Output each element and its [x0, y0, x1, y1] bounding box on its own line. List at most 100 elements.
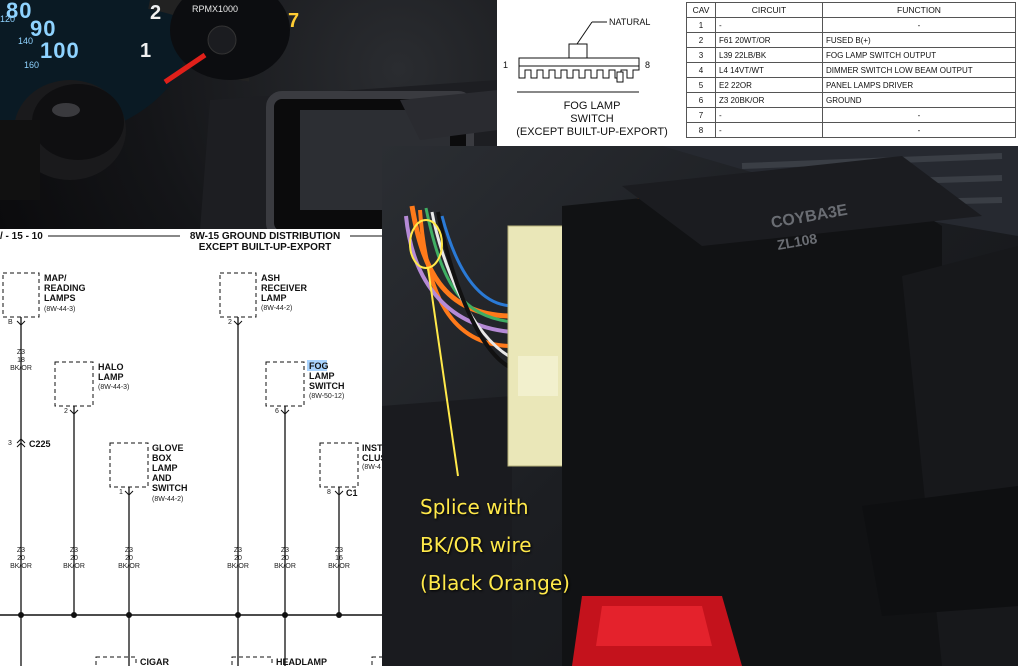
- speedo-small-140: 140: [18, 36, 34, 46]
- wire-code-4-b: 20: [234, 555, 242, 562]
- speedo-label-100: 100: [40, 38, 80, 63]
- cell-circuit: L39 22LB/BK: [715, 47, 823, 63]
- box-halo-lamp: [54, 361, 94, 407]
- speedo-small-120: 120: [0, 14, 16, 24]
- callout-line-2: BK/OR wire: [420, 533, 532, 557]
- wire-code-1: Z3 20 BK/OR: [10, 547, 32, 571]
- inst-line-2: CLUS: [362, 453, 382, 463]
- tach-label-2: 2: [150, 2, 163, 24]
- switch-connector-drawing: [517, 21, 640, 93]
- ref-inst-cluster: (8W-4: [362, 464, 381, 471]
- orange-wire-1: [409, 205, 513, 319]
- connector-top: [518, 57, 640, 67]
- box-ash-receiver-lamp: [219, 272, 257, 318]
- label-map-reading-lamps: MAP/ READING LAMPS: [44, 273, 86, 303]
- ref-glove-box-lamp: (8W-44-2): [152, 496, 184, 503]
- wire-code-5-a: Z3: [280, 547, 290, 554]
- page-ref: / - 15 - 10: [0, 231, 43, 242]
- wire-code-1-a: Z3: [16, 547, 26, 554]
- pinout-header-row: CAV CIRCUIT FUNCTION: [686, 2, 1016, 18]
- c225-pin: 3: [8, 440, 12, 447]
- cell-function: -: [822, 107, 1016, 123]
- map-line-1: MAP/: [44, 273, 67, 283]
- dash-trim: [400, 90, 498, 140]
- switch-title-line-2: SWITCH: [570, 113, 614, 125]
- wire-code-6-b: 16: [335, 555, 343, 562]
- box-cigar: [95, 656, 137, 666]
- dashboard-photo: 80 90 100 120 140 160 2 1 RPMX1000 7: [0, 0, 498, 230]
- pin-chevron-fog: [280, 409, 290, 415]
- pinout-row: 7--: [686, 107, 1016, 123]
- ref-fog-lamp-switch: (8W-50-12): [309, 393, 345, 400]
- speedo-label-90: 90: [30, 16, 57, 41]
- wire-code-map-3: BK/OR: [10, 365, 32, 372]
- pin-glove-box-lamp: 1: [119, 489, 123, 496]
- cell-function: GROUND: [822, 92, 1016, 108]
- connector-photo: COYBA3E ZL108: [382, 146, 1018, 666]
- cell-function: PANEL LAMPS DRIVER: [822, 77, 1016, 93]
- switch-title: FOG LAMP SWITCH (EXCEPT BUILT-UP-EXPORT): [497, 100, 687, 139]
- wire-code-2-a: Z3: [69, 547, 79, 554]
- switch-top-face: [622, 156, 982, 246]
- cell-cav: 5: [686, 77, 716, 93]
- label-headlamp: HEADLAMP: [276, 657, 327, 666]
- pin-8-label: 8: [645, 60, 651, 70]
- wire-code-3-b: 20: [125, 555, 133, 562]
- cell-circuit: E2 22OR: [715, 77, 823, 93]
- wire-code-6: Z3 16 BK/OR: [328, 547, 350, 571]
- pin-inst-cluster: 8: [327, 489, 331, 496]
- box-map-reading-lamps: [2, 272, 40, 318]
- map-line-2: READING: [44, 283, 86, 293]
- pin-map-reading-lamps: B: [8, 319, 13, 326]
- cell-function: FOG LAMP SWITCH OUTPUT: [822, 47, 1016, 63]
- wire-code-1-c: BK/OR: [10, 563, 32, 570]
- switch-tab: [862, 486, 1018, 616]
- c225-label: C225: [29, 439, 51, 449]
- cell-cav: 3: [686, 47, 716, 63]
- connector-latch: [568, 43, 588, 59]
- cell-circuit: L4 14VT/WT: [715, 62, 823, 78]
- box-glove-box-lamp: [109, 442, 149, 488]
- pin-halo-lamp: 2: [64, 408, 68, 415]
- header-circuit: CIRCUIT: [715, 2, 823, 18]
- splice-dot-2: [71, 612, 77, 618]
- fog-line-3: SWITCH: [309, 381, 345, 391]
- schematic-lines: [0, 235, 382, 666]
- ground-distribution-schematic: / - 15 - 10 8W-15 GROUND DISTRIBUTION EX…: [0, 229, 382, 666]
- wire-code-5: Z3 20 BK/OR: [274, 547, 296, 571]
- wire-code-2-b: 20: [70, 555, 78, 562]
- glove-line-4: AND: [152, 473, 172, 483]
- header-function: FUNCTION: [822, 2, 1016, 18]
- violet-wire: [404, 215, 513, 334]
- cell-circuit: -: [715, 122, 823, 138]
- connector-latch: [518, 356, 558, 396]
- wire-code-4-a: Z3: [233, 547, 243, 554]
- tach-needle: [163, 52, 207, 85]
- glove-line-5: SWITCH: [152, 483, 188, 493]
- splice-callout: Splice with BK/OR wire (Black Orange): [420, 488, 570, 602]
- cell-function: FUSED B(+): [822, 32, 1016, 48]
- natural-leader: [576, 21, 593, 45]
- tach-label-1: 1: [140, 40, 153, 62]
- callout-line-3: (Black Orange): [420, 571, 570, 595]
- callout-line-1: Splice with: [420, 495, 529, 519]
- glove-line-1: GLOVE: [152, 443, 184, 453]
- label-fog-lamp-switch: FOG LAMP SWITCH: [309, 361, 345, 391]
- cell-circuit: -: [715, 17, 823, 33]
- halo-line-1: HALO: [98, 362, 124, 372]
- label-cigar: CIGAR: [140, 657, 169, 666]
- green-wire: [424, 207, 513, 324]
- pinout-panel: NATURAL 1 8 FOG LAMP SWITCH (EXCEPT BUIL…: [497, 0, 1018, 147]
- speedo-label-80: 80: [6, 0, 33, 23]
- pin-chevron-inst: [334, 490, 344, 496]
- wire-code-3-a: Z3: [124, 547, 134, 554]
- ash-line-2: RECEIVER: [261, 283, 308, 293]
- wire-code-5-c: BK/OR: [274, 563, 296, 570]
- splice-dot-6: [336, 612, 342, 618]
- cell-function: -: [822, 17, 1016, 33]
- knob-base: [0, 120, 40, 200]
